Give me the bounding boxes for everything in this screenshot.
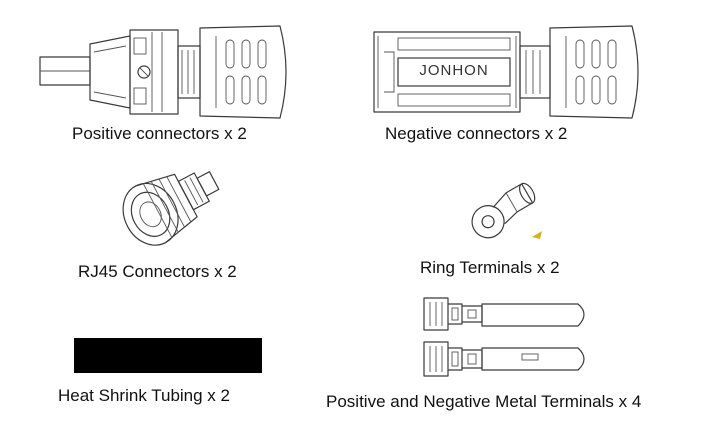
negative-connector-brand: JONHON — [419, 62, 489, 79]
heat-shrink-tube-icon — [74, 338, 262, 373]
heat-shrink-caption: Heat Shrink Tubing x 2 — [58, 386, 230, 405]
negative-connectors-caption: Negative connectors x 2 — [385, 124, 568, 143]
metal-terminals-icon — [423, 297, 585, 377]
rj45-connectors-caption: RJ45 Connectors x 2 — [78, 262, 237, 281]
positive-connectors-caption: Positive connectors x 2 — [72, 124, 247, 143]
rj45-connector-icon — [122, 171, 220, 246]
ring-terminals-caption: Ring Terminals x 2 — [420, 258, 560, 277]
metal-terminals-caption: Positive and Negative Metal Terminals x … — [326, 392, 642, 411]
positive-connector-icon — [39, 25, 287, 119]
ring-terminal-icon — [471, 182, 542, 239]
negative-connector-icon — [373, 25, 639, 119]
